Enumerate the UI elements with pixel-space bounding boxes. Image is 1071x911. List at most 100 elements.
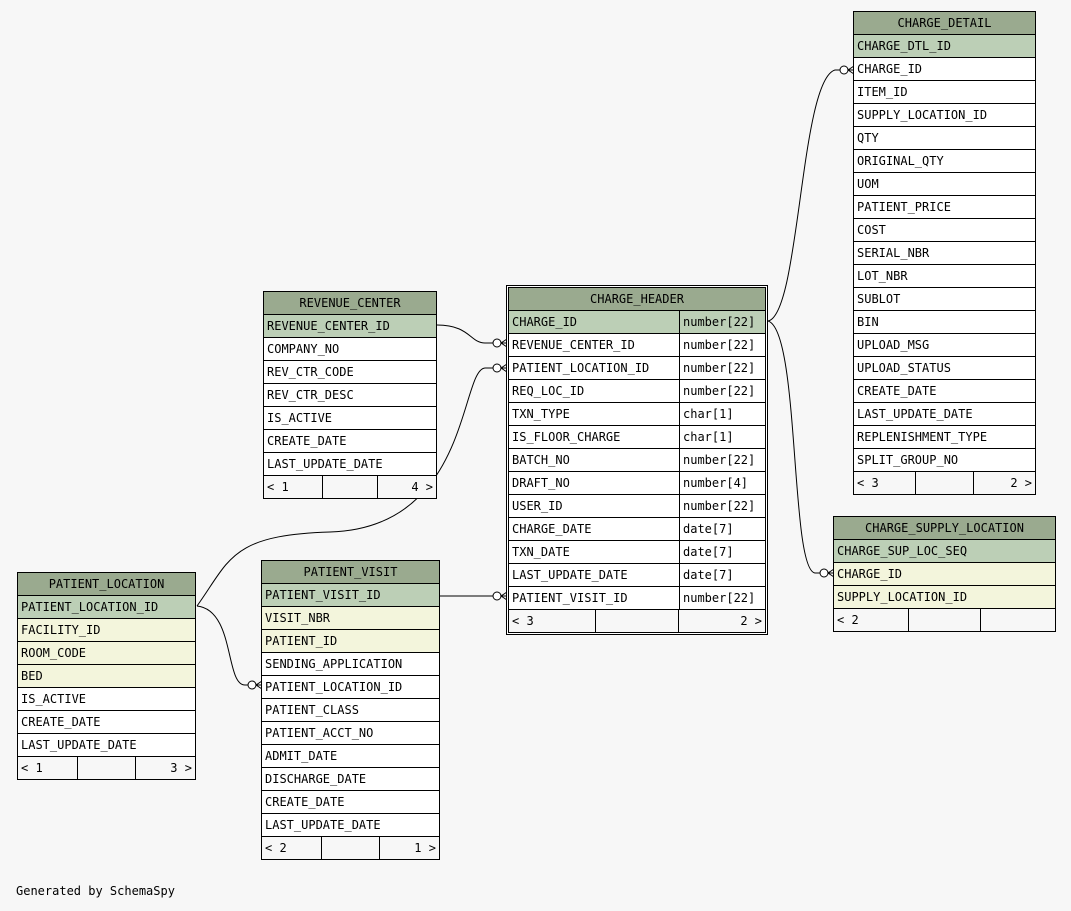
column-name: COST: [857, 223, 886, 237]
parent-count[interactable]: < 2: [834, 609, 909, 631]
child-count[interactable]: 3 >: [170, 761, 192, 775]
parent-count[interactable]: < 3: [509, 610, 596, 632]
column-name: LAST_UPDATE_DATE: [265, 818, 381, 832]
column-name: SENDING_APPLICATION: [265, 657, 403, 671]
child-count[interactable]: [981, 609, 1055, 631]
column-row-sending-application[interactable]: SENDING_APPLICATION: [262, 653, 439, 676]
column-row-visit-nbr[interactable]: VISIT_NBR: [262, 607, 439, 630]
column-row-qty[interactable]: QTY: [854, 127, 1035, 150]
child-count[interactable]: 2 >: [740, 614, 763, 628]
column-row-charge-sup-loc-seq[interactable]: CHARGE_SUP_LOC_SEQ: [834, 540, 1055, 563]
column-row-discharge-date[interactable]: DISCHARGE_DATE: [262, 768, 439, 791]
parent-count[interactable]: < 1: [264, 476, 323, 498]
column-row-revenue-center-id[interactable]: REVENUE_CENTER_ID: [264, 315, 436, 338]
column-row-original-qty[interactable]: ORIGINAL_QTY: [854, 150, 1035, 173]
column-row-last-update-date[interactable]: LAST_UPDATE_DATE: [18, 734, 195, 757]
column-row-bin[interactable]: BIN: [854, 311, 1035, 334]
column-row-patient-visit-id[interactable]: PATIENT_VISIT_ID: [262, 584, 439, 607]
column-row-admit-date[interactable]: ADMIT_DATE: [262, 745, 439, 768]
column-type: number[22]: [679, 357, 765, 379]
column-row-facility-id[interactable]: FACILITY_ID: [18, 619, 195, 642]
parent-count[interactable]: < 3: [854, 472, 916, 494]
column-name: PATIENT_LOCATION_ID: [21, 600, 159, 614]
column-name: ROOM_CODE: [21, 646, 87, 660]
column-row-bed[interactable]: BED: [18, 665, 195, 688]
parent-count[interactable]: < 2: [262, 837, 323, 859]
column-row-patient-location-id[interactable]: PATIENT_LOCATION_ID: [18, 596, 195, 619]
column-row-last-update-date[interactable]: LAST_UPDATE_DATE: [854, 403, 1035, 426]
column-name: REVENUE_CENTER_ID: [512, 338, 635, 352]
column-row-create-date[interactable]: CREATE_DATE: [264, 430, 436, 453]
column-row-sublot[interactable]: SUBLOT: [854, 288, 1035, 311]
child-count[interactable]: 1 >: [414, 841, 436, 855]
column-row-lot-nbr[interactable]: LOT_NBR: [854, 265, 1035, 288]
column-row-supply-location-id[interactable]: SUPPLY_LOCATION_ID: [834, 586, 1055, 609]
column-name: SUPPLY_LOCATION_ID: [837, 590, 968, 604]
column-row-charge-dtl-id[interactable]: CHARGE_DTL_ID: [854, 35, 1035, 58]
column-row-rev-ctr-code[interactable]: REV_CTR_CODE: [264, 361, 436, 384]
column-row-is-active[interactable]: IS_ACTIVE: [18, 688, 195, 711]
column-row-split-group-no[interactable]: SPLIT_GROUP_NO: [854, 449, 1035, 472]
column-row-upload-msg[interactable]: UPLOAD_MSG: [854, 334, 1035, 357]
column-row-replenishment-type[interactable]: REPLENISHMENT_TYPE: [854, 426, 1035, 449]
column-row-create-date[interactable]: CREATE_DATE: [262, 791, 439, 814]
column-row-item-id[interactable]: ITEM_ID: [854, 81, 1035, 104]
column-type: char[1]: [679, 426, 765, 448]
column-row-charge-id[interactable]: CHARGE_ID: [854, 58, 1035, 81]
column-name: SERIAL_NBR: [857, 246, 930, 260]
column-row-last-update-date[interactable]: LAST_UPDATE_DATE: [264, 453, 436, 476]
column-row-company-no[interactable]: COMPANY_NO: [264, 338, 436, 361]
column-name: CREATE_DATE: [265, 795, 345, 809]
column-row-patient-acct-no[interactable]: PATIENT_ACCT_NO: [262, 722, 439, 745]
table-title: CHARGE_DETAIL: [854, 12, 1035, 35]
column-row-last-update-date[interactable]: LAST_UPDATE_DATE: [262, 814, 439, 837]
column-row-upload-status[interactable]: UPLOAD_STATUS: [854, 357, 1035, 380]
column-name: PATIENT_LOCATION_ID: [265, 680, 403, 694]
column-name: ADMIT_DATE: [265, 749, 338, 763]
column-row-create-date[interactable]: CREATE_DATE: [854, 380, 1035, 403]
parent-count[interactable]: < 1: [18, 757, 79, 779]
column-name: REVENUE_CENTER_ID: [267, 319, 390, 333]
column-row-patient-class[interactable]: PATIENT_CLASS: [262, 699, 439, 722]
column-row-patient-price[interactable]: PATIENT_PRICE: [854, 196, 1035, 219]
column-row-is-active[interactable]: IS_ACTIVE: [264, 407, 436, 430]
column-name: CREATE_DATE: [857, 384, 937, 398]
child-count[interactable]: 4 >: [411, 480, 434, 494]
crowfoot-patient-location-visit: [247, 680, 263, 690]
column-row-create-date[interactable]: CREATE_DATE: [18, 711, 195, 734]
column-name: UPLOAD_MSG: [857, 338, 930, 352]
column-row-rev-ctr-desc[interactable]: REV_CTR_DESC: [264, 384, 436, 407]
column-row-patient-location-id[interactable]: PATIENT_LOCATION_ID: [262, 676, 439, 699]
column-row-charge-id[interactable]: CHARGE_ID: [834, 563, 1055, 586]
column-row-cost[interactable]: COST: [854, 219, 1035, 242]
column-row-room-code[interactable]: ROOM_CODE: [18, 642, 195, 665]
column-row-patient-id[interactable]: PATIENT_ID: [262, 630, 439, 653]
link-charge-supply: [767, 320, 834, 574]
column-name: CHARGE_SUP_LOC_SEQ: [837, 544, 968, 558]
column-name: CREATE_DATE: [21, 715, 101, 729]
column-row-uom[interactable]: UOM: [854, 173, 1035, 196]
column-row-supply-location-id[interactable]: SUPPLY_LOCATION_ID: [854, 104, 1035, 127]
child-count[interactable]: 2 >: [1010, 476, 1033, 490]
column-row-serial-nbr[interactable]: SERIAL_NBR: [854, 242, 1035, 265]
